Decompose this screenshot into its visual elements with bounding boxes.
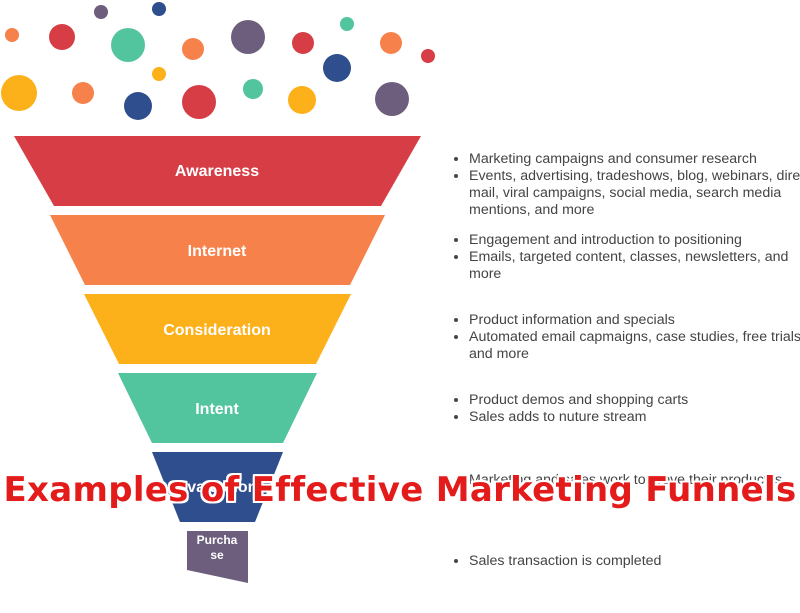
decorative-dot [182,38,204,60]
description-item: Automated email capmaigns, case studies,… [469,329,800,363]
decorative-dot [152,67,166,81]
stage-label-evaluation: Evaluation [177,479,258,496]
stage-description-awareness: Marketing campaigns and consumer researc… [452,151,800,219]
description-item: Sales transaction is completed [469,553,800,570]
decorative-dot [243,79,263,99]
stage-label-intent: Intent [195,401,239,418]
funnel-stage-evaluation [152,452,283,522]
page-title: Examples of Effective Marketing Funnels [3,470,797,510]
decorative-dot [49,24,75,50]
decorative-dot [152,2,166,16]
decorative-dot [380,32,402,54]
stage-label-internet: Internet [188,243,247,260]
description-item: Marketing and sales work to prove their … [469,472,800,489]
decorative-dot [111,28,145,62]
description-item: Emails, targeted content, classes, newsl… [469,249,800,283]
stage-label-purchase-line1: Purcha [197,533,238,547]
funnel-stage-internet [50,215,385,285]
stage-label-awareness: Awareness [175,163,259,180]
description-item: Marketing campaigns and consumer researc… [469,151,800,168]
funnel: Awareness Internet Consideration Intent … [14,136,421,583]
stage-description-internet: Engagement and introduction to positioni… [452,232,800,283]
decorative-dot [72,82,94,104]
stage-description-intent: Product demos and shopping carts Sales a… [452,392,800,426]
decorative-dot [94,5,108,19]
stage-label-consideration: Consideration [163,322,271,339]
description-item: Engagement and introduction to positioni… [469,232,800,249]
stage-description-purchase: Sales transaction is completed [452,553,800,570]
decorative-dot [323,54,351,82]
description-item: Product demos and shopping carts [469,392,800,409]
funnel-stage-purchase [187,531,248,583]
funnel-stage-intent [118,373,317,443]
description-item: Product information and specials [469,312,800,329]
decorative-dot [231,20,265,54]
decorative-dot [5,28,19,42]
decorative-dot [288,86,316,114]
stage-description-consideration: Product information and specials Automat… [452,312,800,363]
funnel-stage-consideration [84,294,351,364]
description-item: Sales adds to nuture stream [469,409,800,426]
decorative-dot [1,75,37,111]
decorative-dots [1,2,435,120]
decorative-dot [182,85,216,119]
decorative-dot [340,17,354,31]
decorative-dot [375,82,409,116]
description-item: Events, advertising, tradeshows, blog, w… [469,168,800,219]
funnel-stage-awareness [14,136,421,206]
decorative-dot [292,32,314,54]
stage-description-evaluation: Marketing and sales work to prove their … [452,472,800,489]
decorative-dot [421,49,435,63]
decorative-dot [124,92,152,120]
stage-label-purchase-line2: se [210,548,224,562]
